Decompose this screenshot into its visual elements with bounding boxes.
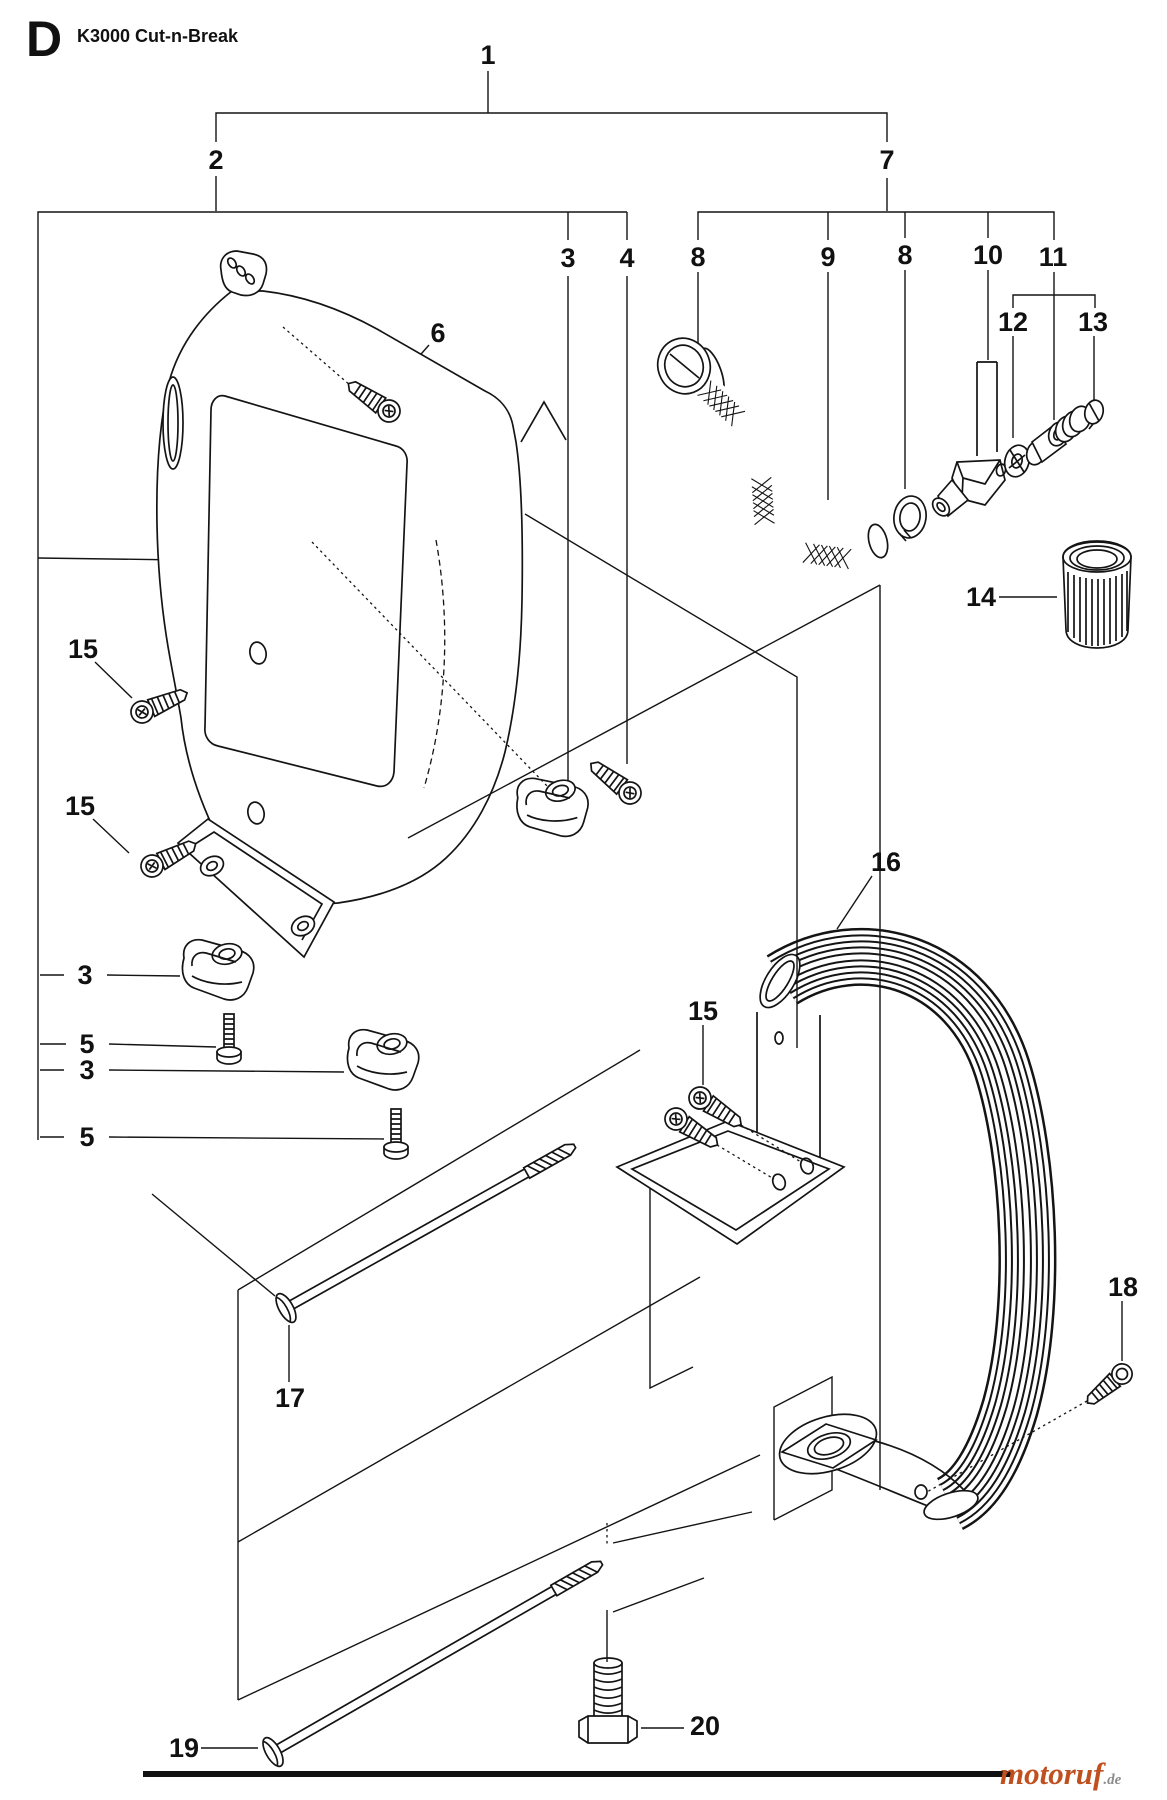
screw-5-right: [384, 1109, 408, 1159]
screw-15-post-b: [661, 1104, 724, 1154]
callout-c15a: 15: [68, 634, 98, 664]
callout-c8b: 8: [897, 240, 912, 270]
handle-post: [617, 1012, 844, 1244]
callout-c15b: 15: [65, 791, 95, 821]
bolt-19: [259, 1549, 610, 1769]
screw-15-post-a: [685, 1083, 747, 1134]
handle-lower-mount: [772, 1404, 981, 1526]
hose-coupling-14: [1063, 541, 1131, 648]
clamp-ring-8: [891, 494, 929, 540]
callout-c17: 17: [275, 1383, 305, 1413]
hose-braid-hatch: [751, 477, 774, 524]
handle-bottom-end: [921, 1485, 982, 1525]
overlay-construction-lines: [283, 327, 1087, 1662]
callout-c19: 19: [169, 1733, 199, 1763]
page-title: K3000 Cut-n-Break: [77, 26, 239, 46]
small-oring: [995, 463, 1007, 477]
cover-top-lug: [221, 251, 267, 296]
screw-18: [1081, 1360, 1136, 1411]
callout-c15c: 15: [688, 996, 718, 1026]
handle-16: [752, 948, 1027, 1504]
valve-assembly: [929, 362, 1106, 519]
watermark-suffix: .de: [1103, 1772, 1122, 1788]
hose-assembly: [650, 331, 929, 569]
hose-braid-hatch: [803, 543, 851, 569]
bolt-17: [272, 1132, 582, 1325]
deck-construction-lines: [152, 1050, 832, 1700]
callout-c6: 6: [430, 318, 445, 348]
callout-c5a: 5: [79, 1029, 94, 1059]
callout-c10: 10: [973, 240, 1003, 270]
hose-open-end: [865, 522, 891, 559]
callout-c9: 9: [820, 242, 835, 272]
screw-5-left: [217, 1014, 241, 1064]
screw-15-upper: [128, 683, 192, 727]
footer-rule: [143, 1771, 1011, 1777]
watermark-brand: motoruf: [1000, 1756, 1104, 1791]
callout-c4: 4: [619, 243, 634, 273]
callout-c18: 18: [1108, 1272, 1138, 1302]
handle-top-end: [752, 948, 808, 1014]
clamp-3-left: [182, 940, 253, 1000]
watermark: motoruf.de: [1000, 1756, 1121, 1792]
callout-c2: 2: [208, 145, 223, 175]
callout-c20: 20: [690, 1711, 720, 1741]
callout-c13: 13: [1078, 307, 1108, 337]
callout-c7: 7: [879, 145, 894, 175]
bolt-20: [579, 1658, 637, 1743]
callout-c3a: 3: [560, 243, 575, 273]
clamp-3-right: [347, 1030, 418, 1090]
callout-c3b: 3: [77, 960, 92, 990]
cover-part: [157, 251, 566, 957]
callout-c3c: 3: [79, 1055, 94, 1085]
section-letter: D: [26, 11, 63, 67]
screw-6: [342, 374, 404, 426]
callout-c16: 16: [871, 847, 901, 877]
screw-4: [584, 755, 645, 809]
callout-bracket-lines: [38, 71, 1122, 1748]
callout-c11: 11: [1039, 242, 1068, 272]
callout-c14: 14: [966, 582, 996, 612]
clamp-3-center: [515, 775, 590, 840]
callout-c1: 1: [480, 40, 495, 70]
hose-braid-hatch: [697, 381, 745, 427]
callout-c8a: 8: [690, 242, 705, 272]
screw-15-lower: [137, 834, 200, 881]
callout-c12: 12: [998, 307, 1028, 337]
callout-c5b: 5: [79, 1122, 94, 1152]
valve-tube-10: [977, 362, 997, 456]
